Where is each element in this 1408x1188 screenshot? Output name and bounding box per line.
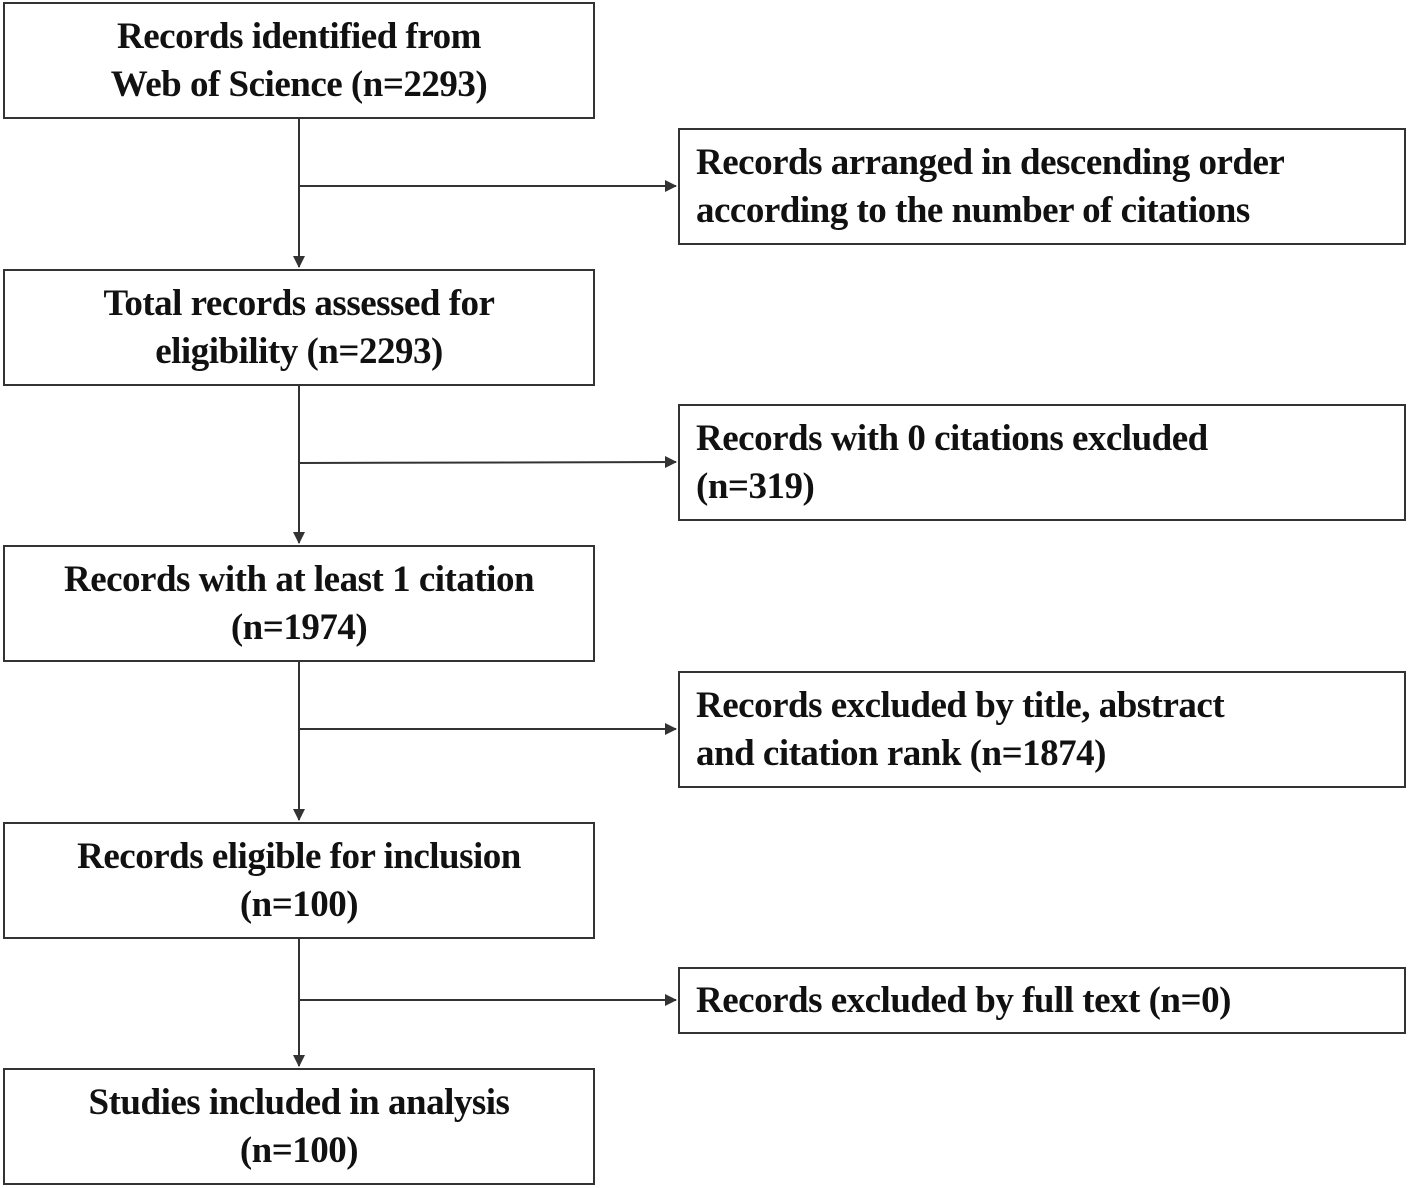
records-cited-box: Records with at least 1 citation (n=1974… xyxy=(3,545,595,662)
zero-citations-line2: (n=319) xyxy=(696,465,815,507)
title-abstract-excluded-box: Records excluded by title, abstract and … xyxy=(678,671,1406,788)
studies-included-line1: Studies included in analysis xyxy=(88,1081,510,1123)
records-arranged-box: Records arranged in descending order acc… xyxy=(678,128,1406,245)
records-eligible-line1: Records eligible for inclusion xyxy=(77,835,521,877)
records-identified-line2: Web of Science (n=2293) xyxy=(110,63,488,105)
title-abstract-line2: and citation rank (n=1874) xyxy=(696,732,1107,774)
zero-citations-excluded-box: Records with 0 citations excluded (n=319… xyxy=(678,404,1406,521)
records-arranged-line1: Records arranged in descending order xyxy=(696,141,1285,183)
branch-arrow-2 xyxy=(298,456,677,469)
records-assessed-line2: eligibility (n=2293) xyxy=(155,330,443,372)
records-assessed-box: Total records assessed for eligibility (… xyxy=(3,269,595,386)
records-identified-box: Records identified from Web of Science (… xyxy=(3,2,595,119)
zero-citations-line1: Records with 0 citations excluded xyxy=(696,417,1208,459)
records-cited-line1: Records with at least 1 citation xyxy=(63,558,535,600)
records-eligible-box: Records eligible for inclusion (n=100) xyxy=(3,822,595,939)
records-eligible-line2: (n=100) xyxy=(239,883,359,925)
full-text-excluded-line1: Records excluded by full text (n=0) xyxy=(696,979,1231,1021)
records-arranged-line2: according to the number of citations xyxy=(696,189,1250,231)
full-text-excluded-box: Records excluded by full text (n=0) xyxy=(678,967,1406,1034)
studies-included-box: Studies included in analysis (n=100) xyxy=(3,1068,595,1185)
records-identified-line1: Records identified from xyxy=(117,15,481,57)
records-cited-line2: (n=1974) xyxy=(230,606,368,648)
records-assessed-line1: Total records assessed for xyxy=(103,282,495,324)
studies-included-line2: (n=100) xyxy=(239,1129,359,1171)
title-abstract-line1: Records excluded by title, abstract xyxy=(696,684,1225,726)
